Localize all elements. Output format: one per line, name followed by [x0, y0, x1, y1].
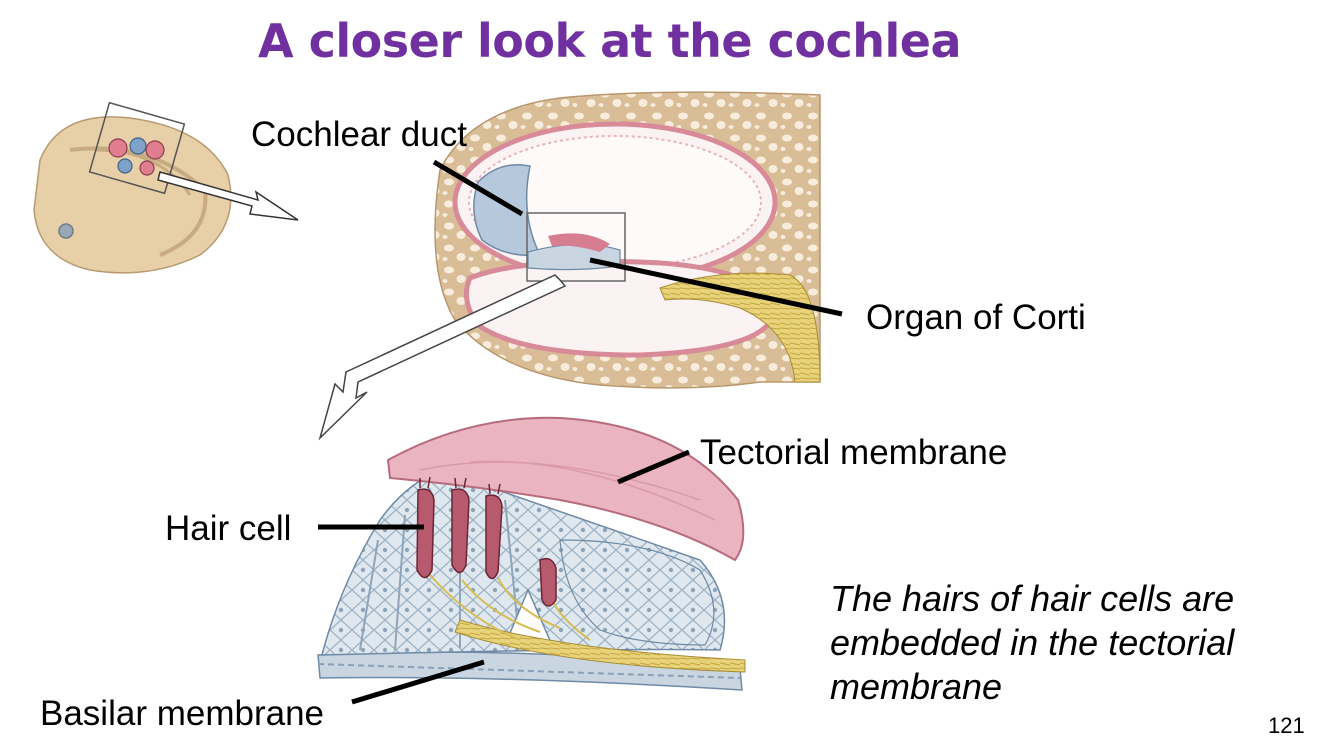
- page-number: 121: [1268, 713, 1305, 738]
- hair-cells: [416, 476, 557, 607]
- label-tectorial-membrane: Tectorial membrane: [700, 433, 1008, 472]
- label-cochlear-duct: Cochlear duct: [251, 115, 467, 154]
- cochlea-overview-illustration: [33, 101, 299, 274]
- cochlea-cross-section-illustration: [318, 91, 821, 441]
- leader-basilar-membrane: [351, 659, 485, 705]
- slide-title: A closer look at the cochlea: [258, 14, 962, 68]
- leader-lines: [318, 159, 843, 705]
- label-organ-of-corti: Organ of Corti: [866, 298, 1086, 337]
- label-basilar-membrane: Basilar membrane: [40, 694, 324, 733]
- label-hair-cell: Hair cell: [165, 509, 292, 548]
- organ-of-corti-enlarged-illustration: [317, 416, 746, 691]
- leader-tectorial-membrane: [617, 449, 690, 485]
- leader-organ-of-corti: [589, 257, 843, 317]
- explanatory-note: The hairs of hair cells are embedded in …: [830, 578, 1235, 707]
- leader-cochlear-duct: [432, 159, 524, 217]
